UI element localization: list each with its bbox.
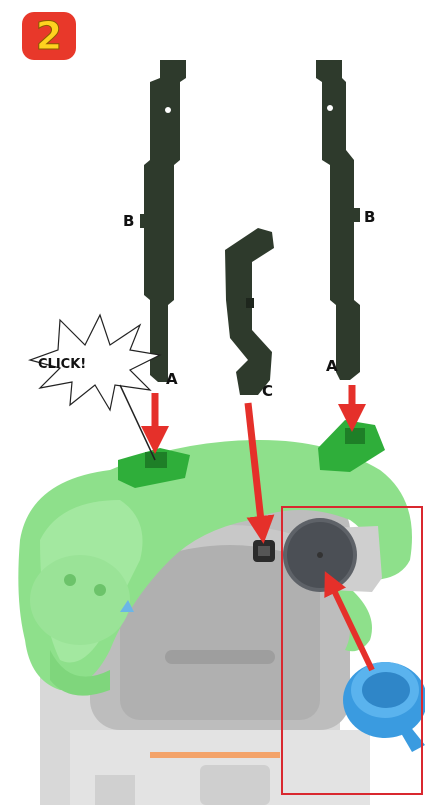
label-right-a: A xyxy=(326,357,338,375)
label-middle-c: C xyxy=(262,382,273,400)
track-piece-middle xyxy=(225,228,274,395)
click-burst-icon xyxy=(30,315,160,460)
label-left-b: B xyxy=(123,212,134,230)
track-piece-right xyxy=(316,60,360,380)
label-left-a: A xyxy=(166,370,178,388)
green-clip-right xyxy=(318,420,385,472)
step-number-badge: 2 xyxy=(22,12,76,60)
black-connector xyxy=(253,540,275,562)
track-piece-left xyxy=(140,60,186,382)
click-callout-text: CLICK! xyxy=(38,357,86,372)
label-right-b: B xyxy=(364,208,375,226)
detail-highlight-box xyxy=(281,506,423,795)
